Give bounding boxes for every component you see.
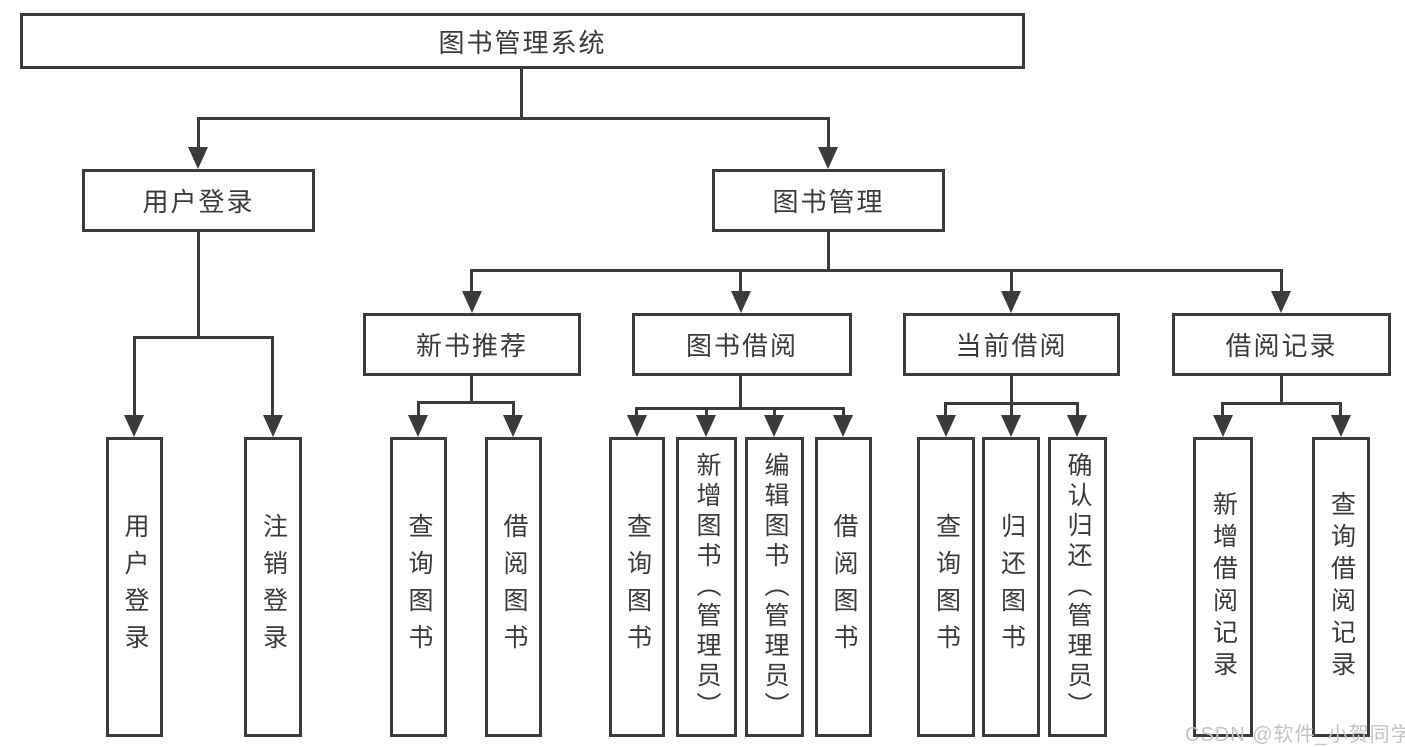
edge-book-mgmt-stem xyxy=(827,230,830,272)
leaf-query-books-current: 查询图书 xyxy=(917,437,975,737)
edge-to-user-login xyxy=(197,117,200,151)
edge-borrow-records-stem xyxy=(1280,374,1283,405)
edge-to-leaf xyxy=(1221,402,1224,418)
arrowhead-icon xyxy=(124,415,144,437)
edge-book-mgmt-rail xyxy=(470,269,1283,272)
leaf-logout: 注销登录 xyxy=(244,437,302,737)
arrowhead-icon xyxy=(1067,415,1087,437)
edge-borrow-records-rail xyxy=(1221,402,1342,405)
arrowhead-icon xyxy=(818,147,838,169)
edge-current-borrow-stem xyxy=(1010,374,1013,405)
node-borrow-records: 借阅记录 xyxy=(1172,313,1391,376)
edge-to-leaf xyxy=(271,336,274,418)
node-book-management-label: 图书管理 xyxy=(772,187,885,217)
edge-to-leaf xyxy=(1076,402,1079,418)
node-root-label: 图书管理系统 xyxy=(438,27,607,58)
node-book-borrow: 图书借阅 xyxy=(632,313,852,376)
arrowhead-icon xyxy=(833,415,853,437)
leaf-confirm-return-admin: 确认归还（管理员） xyxy=(1048,437,1107,737)
edge-to-leaf xyxy=(635,407,638,418)
edge-to-leaf xyxy=(705,407,708,418)
edge-root-stem xyxy=(520,66,523,120)
edge-to-book-borrow xyxy=(739,269,742,293)
edge-to-leaf xyxy=(773,407,776,418)
leaf-edit-books-admin: 编辑图书（管理员） xyxy=(745,437,804,737)
node-user-login: 用户登录 xyxy=(82,169,315,232)
edge-user-login-stem xyxy=(197,230,200,339)
leaf-add-books-admin: 新增图书（管理员） xyxy=(676,437,737,737)
leaf-label: 查询借阅记录 xyxy=(1327,491,1356,683)
leaf-label: 确认归还（管理员） xyxy=(1064,452,1092,722)
edge-to-leaf xyxy=(1339,402,1342,418)
edge-to-new-books xyxy=(470,269,473,293)
node-book-management: 图书管理 xyxy=(712,169,945,232)
edge-to-leaf xyxy=(417,401,420,418)
arrowhead-icon xyxy=(696,415,716,437)
node-current-borrow: 当前借阅 xyxy=(903,313,1120,376)
edge-new-books-rail xyxy=(417,401,515,404)
leaf-label: 归还图书 xyxy=(997,513,1026,661)
edge-user-login-rail xyxy=(133,336,274,339)
edge-to-book-mgmt xyxy=(827,117,830,151)
arrowhead-icon xyxy=(1331,415,1351,437)
arrowhead-icon xyxy=(1271,291,1291,313)
leaf-return-books: 归还图书 xyxy=(982,437,1040,737)
arrowhead-icon xyxy=(503,415,523,437)
arrowhead-icon xyxy=(1213,415,1233,437)
node-new-book-recommend-label: 新书推荐 xyxy=(415,331,528,361)
arrowhead-icon xyxy=(188,147,208,169)
edge-new-books-stem xyxy=(470,374,473,404)
leaf-label: 查询图书 xyxy=(405,513,433,661)
edge-to-leaf xyxy=(944,402,947,418)
edge-to-current-borrow xyxy=(1010,269,1013,293)
node-borrow-records-label: 借阅记录 xyxy=(1225,331,1338,361)
node-current-borrow-label: 当前借阅 xyxy=(955,331,1068,361)
leaf-label: 新增图书（管理员） xyxy=(693,452,721,722)
edge-to-leaf xyxy=(1010,402,1013,418)
node-new-book-recommend: 新书推荐 xyxy=(363,313,581,376)
node-root: 图书管理系统 xyxy=(20,13,1025,69)
leaf-label: 用户登录 xyxy=(121,513,149,661)
edge-to-borrow-records xyxy=(1280,269,1283,293)
leaf-query-books-borrow: 查询图书 xyxy=(609,437,665,737)
leaf-label: 编辑图书（管理员） xyxy=(761,452,789,722)
arrowhead-icon xyxy=(731,291,751,313)
leaf-user-login: 用户登录 xyxy=(106,437,163,737)
leaf-borrow-books-recommend: 借阅图书 xyxy=(485,437,542,737)
leaf-query-books-recommend: 查询图书 xyxy=(390,437,447,737)
leaf-borrow-books: 借阅图书 xyxy=(815,437,872,737)
edge-root-rail xyxy=(197,117,830,120)
edge-to-leaf xyxy=(133,336,136,418)
arrowhead-icon xyxy=(1001,291,1021,313)
edge-book-borrow-rail xyxy=(635,407,845,410)
leaf-label: 新增借阅记录 xyxy=(1209,491,1238,683)
edge-book-borrow-stem xyxy=(739,374,742,410)
node-book-borrow-label: 图书借阅 xyxy=(685,331,798,361)
arrowhead-icon xyxy=(764,415,784,437)
leaf-label: 借阅图书 xyxy=(830,513,858,661)
leaf-label: 注销登录 xyxy=(259,513,288,661)
csdn-watermark: CSDN @软件_小贺同学 xyxy=(1185,724,1405,746)
edge-to-leaf xyxy=(842,407,845,418)
arrowhead-icon xyxy=(627,415,647,437)
leaf-label: 查询图书 xyxy=(623,513,652,661)
node-user-login-label: 用户登录 xyxy=(142,187,255,217)
leaf-query-borrow-record: 查询借阅记录 xyxy=(1312,437,1370,737)
arrowhead-icon xyxy=(408,415,428,437)
arrowhead-icon xyxy=(263,415,283,437)
edge-to-leaf xyxy=(512,401,515,418)
arrowhead-icon xyxy=(936,415,956,437)
arrowhead-icon xyxy=(1001,415,1021,437)
leaf-label: 借阅图书 xyxy=(500,513,528,661)
leaf-add-borrow-record: 新增借阅记录 xyxy=(1193,437,1253,737)
leaf-label: 查询图书 xyxy=(932,513,961,661)
arrowhead-icon xyxy=(462,291,482,313)
